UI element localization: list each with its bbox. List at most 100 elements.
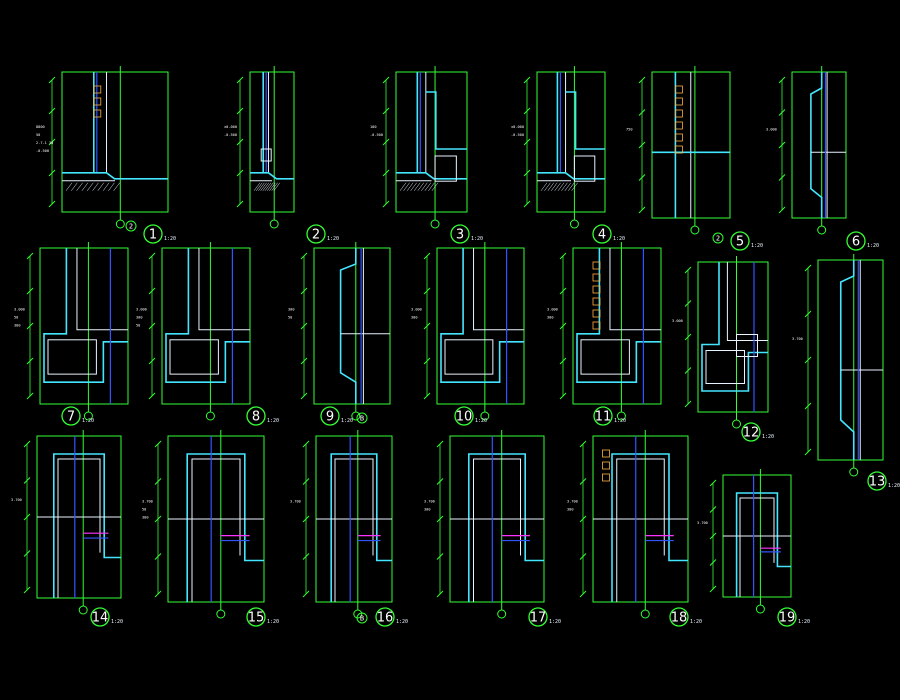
- slab-profile: [701, 262, 768, 392]
- window-mark: [93, 109, 102, 118]
- detail-number-circle: [320, 406, 340, 426]
- slab-top: [609, 248, 661, 331]
- dimension-tick: [778, 76, 786, 84]
- roof-profile: [52, 453, 121, 598]
- dimension-tick: [26, 287, 34, 295]
- dimension-label: -0.500: [36, 149, 49, 153]
- earth-hatch: [264, 182, 272, 191]
- dimension-tick: [26, 392, 34, 400]
- detail-scale: 1:20: [614, 418, 626, 424]
- detail-number-circle: [777, 607, 797, 627]
- dimension-tick: [23, 440, 31, 448]
- window-mark: [592, 285, 601, 294]
- beam: [169, 339, 219, 375]
- dimension-label: 3.700: [792, 337, 803, 341]
- window-mark: [675, 145, 683, 154]
- dimension-tick: [154, 515, 162, 523]
- detail-number-circle: [306, 224, 326, 244]
- window-mark: [93, 85, 102, 94]
- detail-number-circle: [454, 406, 474, 426]
- dimension-tick: [48, 107, 56, 115]
- dimension-tick: [300, 357, 308, 365]
- detail-frame: [395, 71, 468, 213]
- dimension-label: 300: [142, 515, 149, 519]
- footing: [434, 155, 457, 182]
- earth-hatch: [561, 182, 568, 191]
- dimension-tick: [236, 138, 244, 146]
- roof-profile: [467, 453, 544, 602]
- slab-profile: [165, 248, 250, 383]
- detail-number: 13: [869, 475, 886, 490]
- dimension-tick: [778, 141, 786, 149]
- dimension-tick: [154, 440, 162, 448]
- dimension-tick: [804, 356, 812, 364]
- dimension-label: 300: [14, 323, 21, 327]
- detail-number: 17: [530, 611, 547, 626]
- detail-scale: 1:20: [762, 434, 774, 440]
- reference-label: B: [360, 415, 364, 423]
- detail-number: 19: [779, 611, 796, 626]
- earth-hatch: [551, 182, 558, 191]
- detail-number: 4: [598, 228, 606, 243]
- detail-number-circle: [730, 231, 750, 251]
- detail-frame: [61, 71, 169, 213]
- detail-number-circle: [593, 406, 613, 426]
- ground-slab: [62, 172, 168, 180]
- earth-hatch: [108, 182, 115, 191]
- detail-scale: 1:20: [111, 619, 123, 625]
- dimension-tick: [48, 76, 56, 84]
- dimension-tick: [236, 76, 244, 84]
- detail-frame: [436, 247, 525, 405]
- axis-bubble: [755, 604, 765, 614]
- earth-hatch: [544, 182, 551, 191]
- detail-number: 1: [149, 228, 157, 243]
- dimension-label: 50: [36, 133, 40, 137]
- detail-number: 7: [67, 410, 75, 425]
- axis-bubble: [732, 419, 741, 429]
- dimension-tick: [579, 515, 587, 523]
- dimension-tick: [236, 200, 244, 208]
- earth-hatch: [568, 182, 575, 191]
- roof-inner: [739, 497, 775, 597]
- dimension-tick: [148, 287, 156, 295]
- detail-frame: [791, 71, 847, 219]
- earth-hatch: [267, 182, 274, 191]
- dimension-tick: [48, 169, 56, 177]
- axis-bubble: [216, 609, 226, 619]
- dimension-tick: [423, 357, 431, 365]
- dimension-label: 3.000: [14, 307, 25, 311]
- footing: [573, 155, 596, 182]
- cornice-profile: [810, 72, 823, 218]
- cornice-profile: [339, 248, 357, 404]
- window-mark: [602, 473, 610, 482]
- reference-circle: [356, 412, 368, 424]
- roof-inner: [191, 458, 241, 602]
- earth-hatch: [399, 182, 407, 191]
- detail-number-circle: [90, 607, 110, 627]
- ground-slab: [537, 172, 605, 180]
- dimension-tick: [302, 553, 310, 560]
- earth-hatch: [410, 182, 417, 191]
- dimension-tick: [302, 478, 310, 485]
- dimension-tick: [579, 553, 587, 560]
- earth-hatch: [97, 182, 105, 191]
- axis-bubble: [690, 225, 700, 235]
- detail-scale: 1:20: [690, 619, 702, 625]
- detail-frame: [313, 247, 391, 405]
- reference-label: B: [360, 615, 364, 623]
- beam: [47, 339, 97, 375]
- dimension-tick: [523, 107, 531, 115]
- detail-number: 6: [852, 235, 860, 250]
- earth-hatch: [417, 182, 424, 191]
- dimension-tick: [638, 174, 646, 181]
- dimension-tick: [436, 440, 444, 448]
- detail-number: 15: [248, 611, 265, 626]
